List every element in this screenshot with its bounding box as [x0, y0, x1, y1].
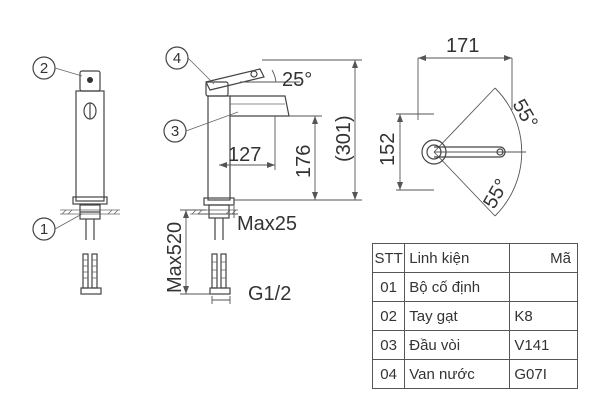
row-code: G07I — [509, 359, 578, 389]
dim-152-label: 152 — [377, 133, 399, 166]
row-code: K8 — [509, 301, 578, 331]
side-spout — [230, 95, 290, 117]
swing-line-top — [433, 87, 496, 153]
row-stt: 01 — [371, 272, 406, 302]
dim-152-arrow-bottom — [397, 182, 403, 190]
dim-176-arrow-top — [312, 116, 318, 124]
side-lever — [205, 68, 265, 91]
table-row: 04 Van nước G07I — [371, 359, 578, 389]
side-view: 25° (301) 176 127 Max25 Max520 — [163, 46, 362, 305]
callout-1-leader — [54, 213, 83, 230]
dim-176-arrow-bottom — [312, 192, 318, 200]
row-part: Bộ cố định — [404, 272, 511, 302]
table-row: 01 Bộ cố định — [371, 272, 578, 302]
row-part: Đầu vòi — [404, 330, 511, 360]
side-lever-tip — [250, 70, 258, 78]
dim-127-arrow-right — [267, 162, 275, 168]
row-stt: 02 — [371, 301, 406, 331]
side-body — [207, 95, 231, 201]
angle-55-bottom-label: 55° — [479, 175, 513, 212]
callout-2-label: 2 — [40, 60, 48, 77]
dim-152-arrow-top — [397, 114, 403, 122]
side-fixing-kit — [208, 204, 230, 219]
dim-171-label: 171 — [446, 35, 479, 57]
top-lever — [434, 146, 506, 158]
dim-301-label: (301) — [333, 115, 355, 162]
angle-55-top-label: 55° — [508, 96, 542, 133]
row-part: Van nước — [404, 359, 511, 389]
table-header-row: STT Linh kiện Mã — [371, 243, 578, 273]
dim-171-arrow-right — [504, 55, 512, 61]
dim-25-label: 25° — [282, 69, 312, 91]
callout-4-leader — [187, 57, 215, 85]
table-row: 02 Tay gạt K8 — [371, 301, 578, 331]
side-hoses — [209, 253, 231, 295]
front-handle-marker — [87, 77, 93, 83]
header-stt: STT — [371, 243, 406, 273]
top-body-circle — [421, 139, 447, 165]
dim-171-arrow-left — [418, 55, 426, 61]
row-stt: 03 — [371, 330, 406, 360]
dim-25-arc — [271, 69, 277, 83]
top-body-inner — [426, 144, 442, 160]
row-stt: 04 — [371, 359, 406, 389]
front-counter-hatch — [61, 209, 119, 215]
dim-max520-arrow-bottom — [183, 286, 189, 294]
callout-4-label: 4 — [173, 50, 181, 67]
parts-table: STT Linh kiện Mã 01 Bộ cố định 02 Tay gạ… — [371, 243, 578, 389]
row-code: V141 — [509, 330, 578, 360]
front-hoses — [80, 253, 102, 295]
dim-176-label: 176 — [293, 145, 315, 178]
front-base — [72, 196, 108, 205]
dim-301-arrow-top — [352, 60, 358, 68]
front-view: 2 1 — [32, 56, 120, 295]
callout-3-leader — [185, 111, 239, 132]
dim-301-arrow-bottom — [352, 192, 358, 200]
header-ma: Mã — [509, 243, 578, 273]
callout-3-label: 3 — [171, 123, 179, 140]
table-row: 03 Đầu vòi V141 — [371, 330, 578, 360]
dim-max25-label: Max25 — [237, 213, 297, 235]
top-lever-tip — [496, 148, 504, 156]
header-linh-kien: Linh kiện — [404, 243, 511, 273]
callout-1-label: 1 — [40, 221, 48, 238]
row-part: Tay gạt — [404, 301, 511, 331]
dim-127-arrow-left — [219, 162, 227, 168]
dim-max520-arrow-top — [183, 210, 189, 218]
callout-2-leader — [54, 67, 83, 77]
swing-line-bottom — [433, 151, 496, 217]
front-body — [75, 90, 105, 202]
row-code — [509, 272, 578, 302]
dim-max520-label: Max520 — [164, 222, 186, 293]
dim-127-label: 127 — [228, 144, 261, 166]
dim-g12-label: G1/2 — [248, 283, 291, 305]
top-view: 171 152 55° 55° — [377, 35, 542, 217]
